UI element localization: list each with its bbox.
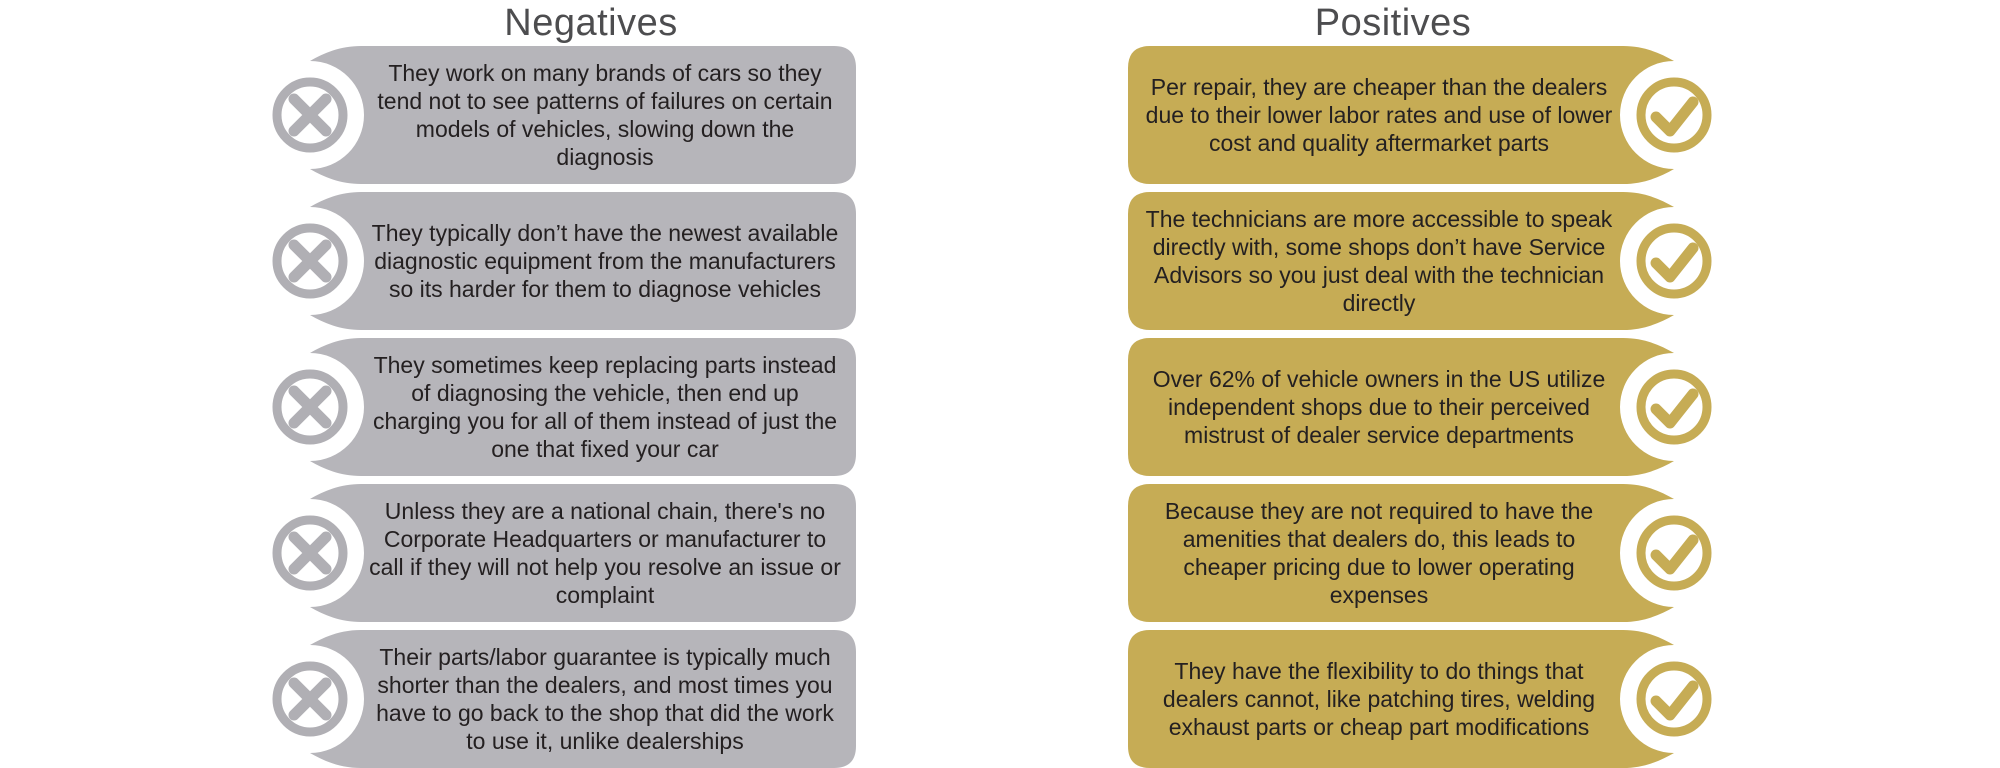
negatives-column: Negatives They work on many brands of ca…	[266, 2, 856, 768]
check-circle-icon	[1632, 365, 1716, 449]
negative-item-text: They sometimes keep replacing parts inst…	[372, 352, 838, 462]
negatives-title: Negatives	[504, 2, 678, 44]
negatives-list: They work on many brands of cars so they…	[266, 46, 856, 768]
positives-title: Positives	[1314, 2, 1472, 44]
negative-item: They typically don’t have the newest ava…	[266, 192, 856, 330]
positive-item-text: The technicians are more accessible to s…	[1145, 206, 1613, 316]
negative-item: Unless they are a national chain, there'…	[266, 484, 856, 622]
positives-list: Per repair, they are cheaper than the de…	[1128, 46, 1718, 768]
positive-item: They have the flexibility to do things t…	[1128, 630, 1718, 768]
positive-item-text: Because they are not required to have th…	[1164, 498, 1594, 608]
check-circle-icon	[1632, 73, 1716, 157]
negative-item-text: They work on many brands of cars so they…	[377, 60, 833, 170]
positive-item-text: They have the flexibility to do things t…	[1162, 658, 1596, 740]
x-circle-icon	[268, 365, 352, 449]
x-circle-icon	[268, 73, 352, 157]
positive-item-text: Per repair, they are cheaper than the de…	[1145, 74, 1613, 156]
positive-item: Because they are not required to have th…	[1128, 484, 1718, 622]
positive-item: Over 62% of vehicle owners in the US uti…	[1128, 338, 1718, 476]
negative-item: Their parts/labor guarantee is typically…	[266, 630, 856, 768]
positive-item-text: Over 62% of vehicle owners in the US uti…	[1152, 366, 1606, 448]
negative-item-text: Their parts/labor guarantee is typically…	[376, 644, 834, 754]
x-circle-icon	[268, 219, 352, 303]
x-circle-icon	[268, 657, 352, 741]
negative-item-text: They typically don’t have the newest ava…	[371, 220, 839, 302]
positive-item: Per repair, they are cheaper than the de…	[1128, 46, 1718, 184]
positive-item: The technicians are more accessible to s…	[1128, 192, 1718, 330]
check-circle-icon	[1632, 657, 1716, 741]
negative-item-text: Unless they are a national chain, there'…	[369, 498, 841, 608]
check-circle-icon	[1632, 219, 1716, 303]
negative-item: They sometimes keep replacing parts inst…	[266, 338, 856, 476]
positives-column: Positives Per repair, they are cheaper t…	[1128, 2, 1718, 768]
check-circle-icon	[1632, 511, 1716, 595]
x-circle-icon	[268, 511, 352, 595]
negative-item: They work on many brands of cars so they…	[266, 46, 856, 184]
